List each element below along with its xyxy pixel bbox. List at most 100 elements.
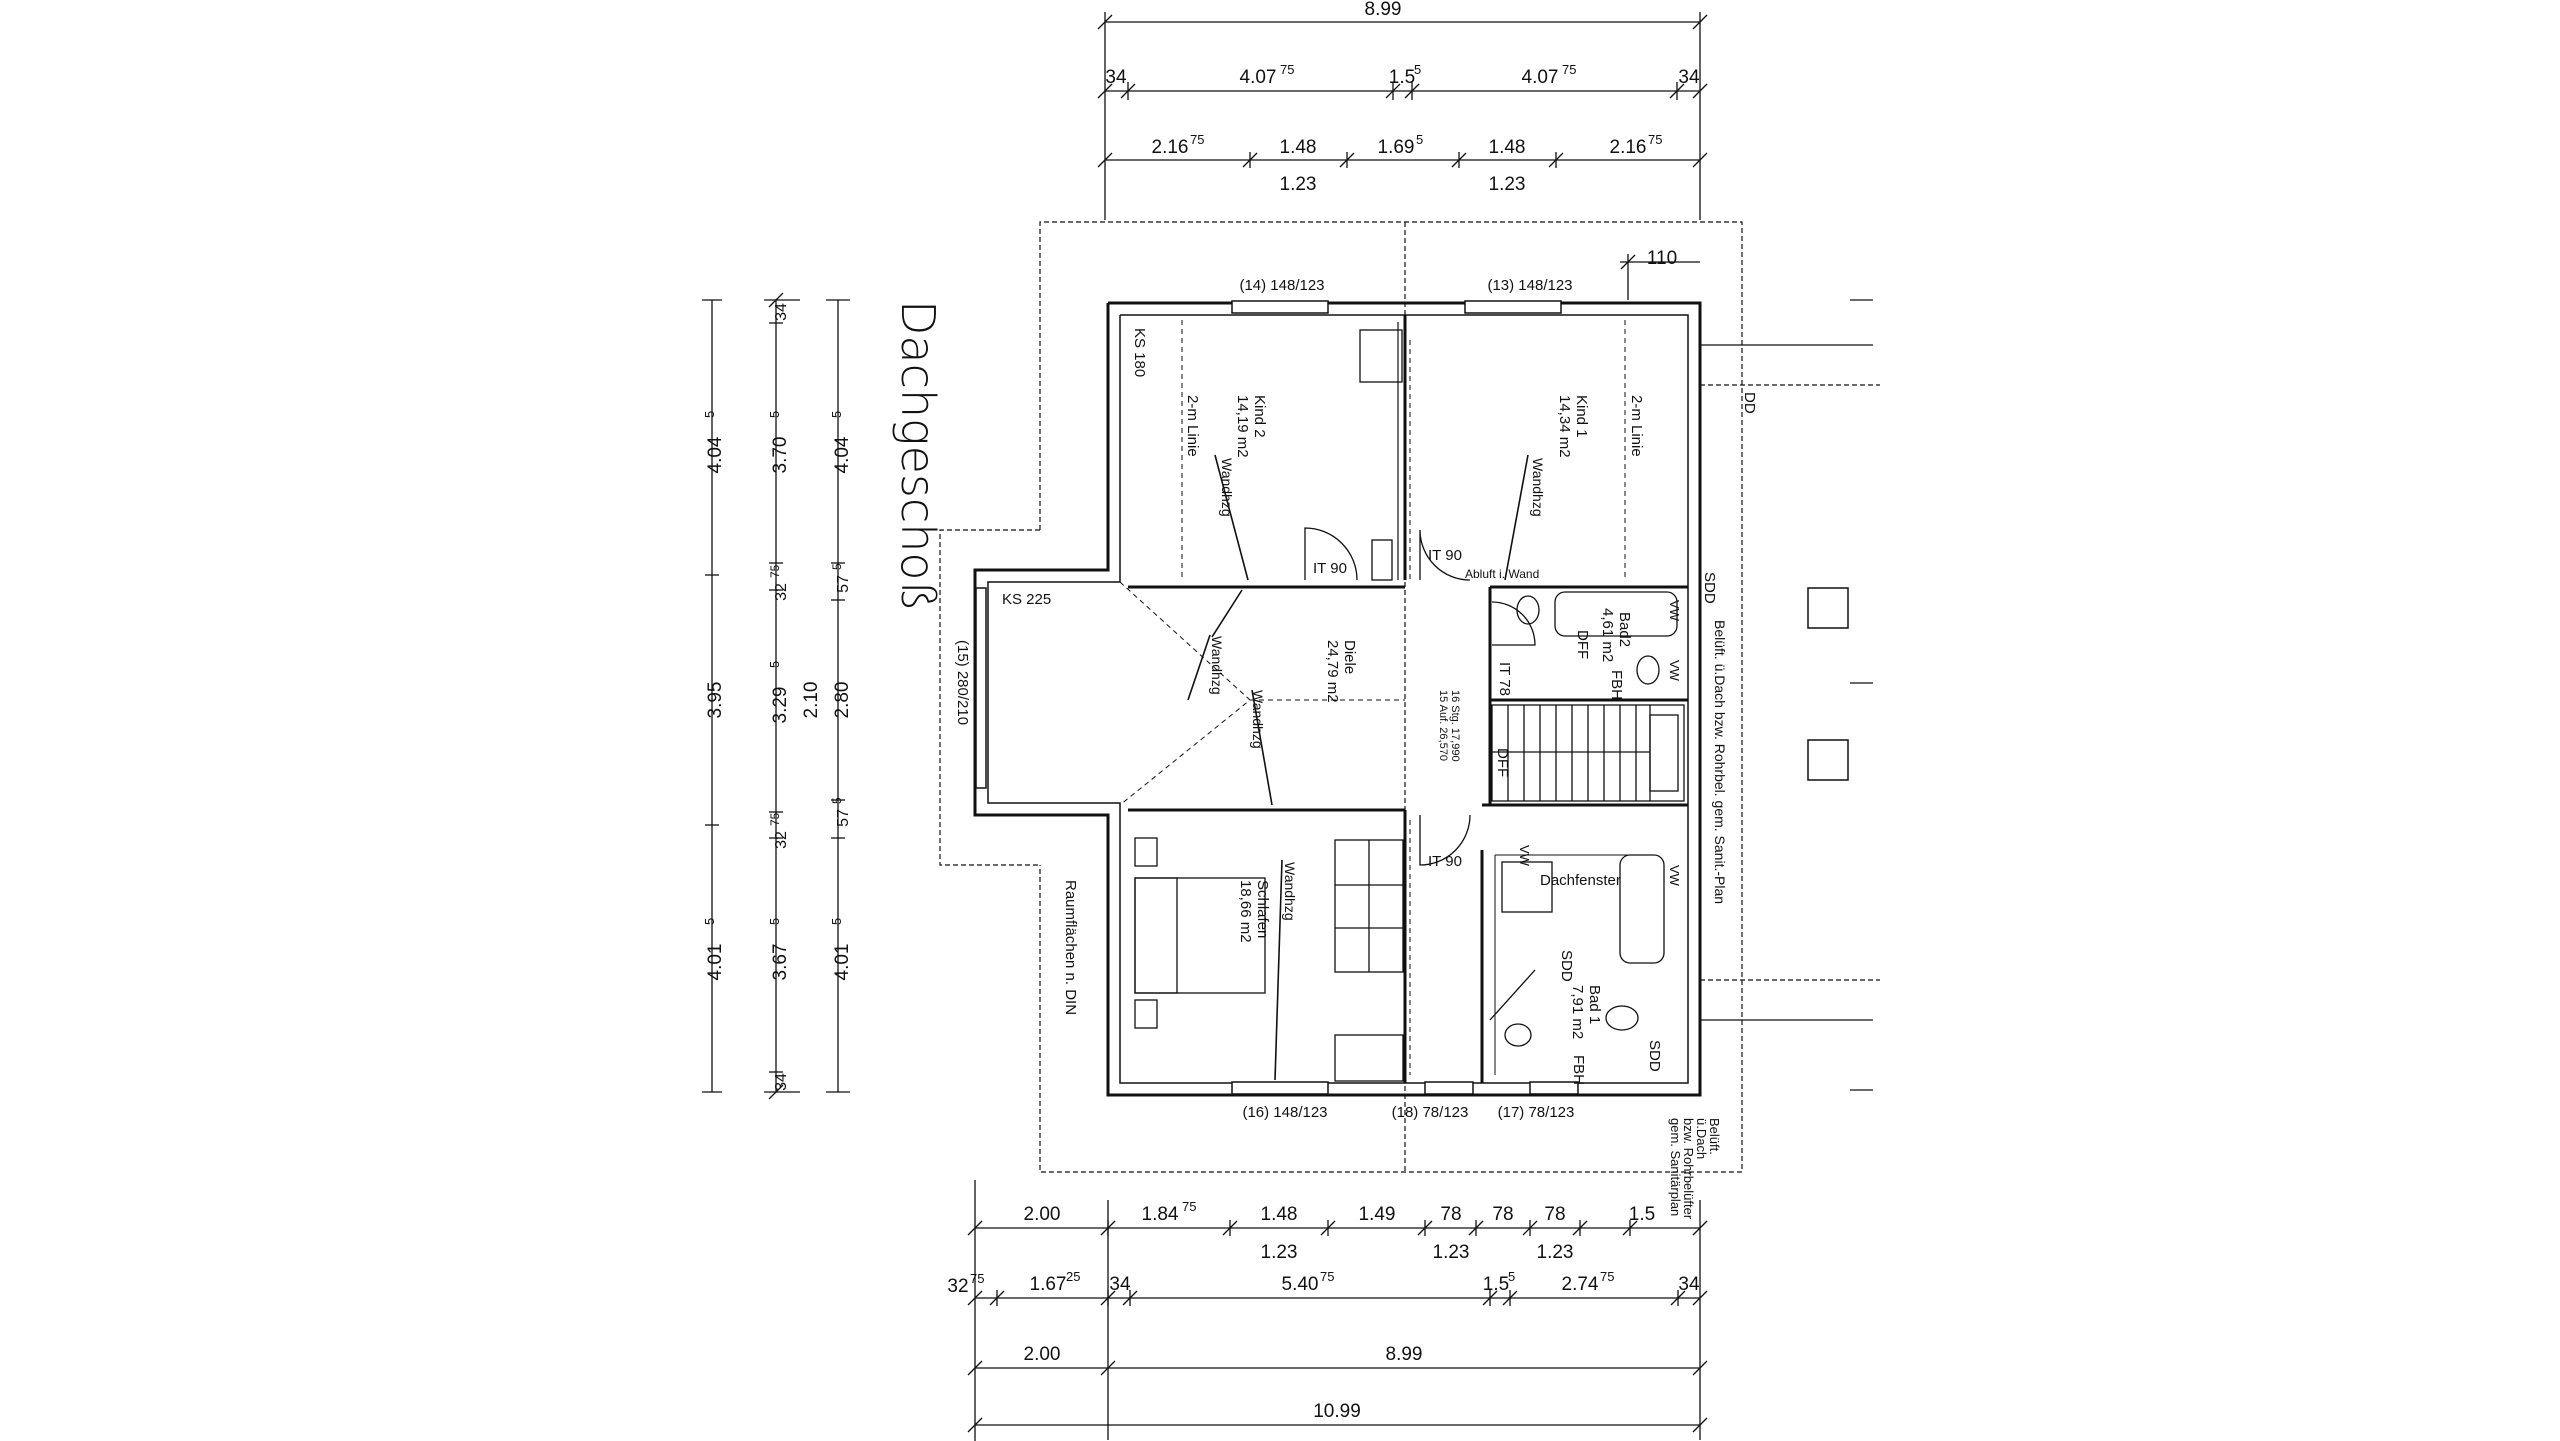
left-dimensions [702, 292, 850, 1100]
shower [1501, 861, 1553, 913]
wall-heating-label: Wandhzg [1209, 636, 1225, 695]
dim-sup: 75 [1562, 62, 1576, 77]
top-dimension-texts: 8.99 34 4.07 75 1.5 5 4.07 75 34 2.16 75… [1105, 0, 1700, 269]
dim-text: 1.5 [1483, 1274, 1509, 1295]
dim-text: 34 [773, 1073, 790, 1091]
dff-label: DFF [1574, 630, 1591, 659]
washbasin [1605, 1005, 1639, 1031]
room-name: Bad2 [1616, 612, 1633, 647]
walls [973, 301, 1702, 1097]
dim-text: 1.5 [1629, 1204, 1655, 1225]
bath-fixtures [1501, 591, 1678, 1047]
door-it90-label: IT 90 [1313, 560, 1347, 577]
top-dimensions [1097, 12, 1708, 300]
wall-heating-label: Wandhzg [1250, 690, 1266, 749]
dim-text: 1.48 [1489, 137, 1526, 158]
dim-text: 2.74 [1562, 1274, 1599, 1295]
dim-text: 1.23 [1280, 174, 1317, 195]
dim-text: 4.04 [705, 436, 726, 473]
dim-text: 1.69 [1378, 137, 1415, 158]
dff-label: DFF [1494, 748, 1511, 777]
dim-text: 3.70 [770, 437, 791, 474]
dim-sup: 75 [1600, 1269, 1614, 1284]
dim-text: 2.00 [1024, 1344, 1061, 1365]
dim-text: 2.16 [1610, 137, 1647, 158]
plan-title: Dachgeschoß [891, 300, 945, 612]
two-meter-line-label: 2-m Linie [1184, 395, 1201, 457]
dim-text: 57 [835, 575, 852, 593]
wall-heating-label: Wandhzg [1219, 458, 1235, 517]
dim-text: 1.49 [1359, 1204, 1396, 1225]
dim-text: 32 [773, 831, 790, 849]
dim-text: 5.40 [1282, 1274, 1319, 1295]
dim-sup: 5 [830, 563, 844, 570]
skylight-box [1807, 739, 1849, 781]
skylight-box [1807, 587, 1849, 629]
dim-sup: 5 [767, 661, 782, 668]
room-labels: Kind 2 14,19 m2 Kind 1 14,34 m2 Diele 24… [1234, 395, 1633, 1039]
vw-label: VW [1667, 600, 1682, 622]
dim-sup: 5 [830, 797, 844, 804]
window-openings [975, 300, 1579, 1095]
room-name: Schlafen [1254, 880, 1271, 938]
dim-text: 3.95 [705, 682, 726, 719]
bottom-dimensions [967, 1180, 1708, 1441]
ks180-label: KS 180 [1131, 328, 1148, 377]
room-area: 14,19 m2 [1234, 395, 1251, 458]
bottom-dimension-texts: 2.00 1.84 75 1.48 1.49 78 78 78 1.5 1.23… [947, 1199, 1700, 1422]
toilet [1516, 595, 1540, 625]
stairs-label: 16 Stg. 17,990 [1449, 690, 1461, 762]
dim-text: 1.5 [1389, 67, 1415, 88]
heating-arrows [1187, 454, 1529, 1081]
ventilation-note: ü.Dach [1694, 1118, 1709, 1159]
left-dimension-texts: 4.04 5 3.95 4.01 5 34 3.70 5 32 75 3.29 … [702, 303, 853, 1091]
dim-text: 1.23 [1489, 174, 1526, 195]
dim-text: 78 [1544, 1204, 1565, 1225]
window-18-label: (18) 78/123 [1392, 1104, 1469, 1121]
dim-sup: 5 [1508, 1269, 1515, 1284]
ventilation-note: gem. Sanitärplan [1668, 1118, 1683, 1216]
dim-text: 1.23 [1433, 1242, 1470, 1263]
dim-text: 4.04 [832, 436, 853, 473]
dim-text: 1.84 [1142, 1204, 1179, 1225]
sdd-label: SDD [1646, 1040, 1663, 1072]
dim-sup: 75 [1320, 1269, 1334, 1284]
room-area: 24,79 m2 [1324, 640, 1341, 703]
dim-sup: 5 [829, 411, 844, 418]
dim-text: 8.99 [1386, 1344, 1423, 1365]
dim-text: 34 [1109, 1274, 1131, 1295]
staircase [1491, 704, 1685, 802]
dim-text: 78 [1492, 1204, 1513, 1225]
dim-text: 2.16 [1152, 137, 1189, 158]
dim-sup: 25 [1066, 1269, 1080, 1284]
two-meter-line-label: 2-m Linie [1628, 395, 1645, 457]
dim-text: 2.10 [801, 682, 822, 719]
dim-text: 4.07 [1240, 67, 1277, 88]
window-14-label: (14) 148/123 [1239, 277, 1324, 294]
window-labels: (14) 148/123 (13) 148/123 (15) 280/210 (… [954, 277, 1574, 1121]
dim-sup: 75 [1190, 132, 1204, 147]
ventilation-note: Belüft. ü.Dach bzw. Rohrbel. gem. Sanit.… [1712, 620, 1728, 904]
dim-text: 4.07 [1522, 67, 1559, 88]
dim-text: 4.01 [705, 944, 726, 981]
dim-text: 1.67 [1030, 1274, 1067, 1295]
room-name: Diele [1341, 640, 1358, 674]
window-15-label: (15) 280/210 [954, 640, 971, 725]
annotations: KS 180 KS 225 2-m Linie 2-m Linie Wandhz… [1002, 328, 1758, 1220]
dim-sup: 5 [1414, 62, 1421, 77]
wall-heating-label: Wandhzg [1282, 862, 1298, 921]
vw-label: VW [1667, 660, 1682, 682]
dim-sup: 5 [767, 918, 782, 925]
dim-sup: 5 [829, 918, 844, 925]
dim-text: 1.48 [1261, 1204, 1298, 1225]
dashed-interior [1119, 320, 1626, 1075]
dim-text: 32 [773, 583, 790, 601]
fbh-label: FBH [1608, 670, 1625, 700]
dim-sup: 75 [768, 564, 782, 578]
dim-text: 34 [1105, 67, 1127, 88]
dim-text: 4.01 [832, 944, 853, 981]
dim-sup: 75 [1182, 1199, 1196, 1214]
sdd-label: SDD [1558, 950, 1575, 982]
dim-text: 2.80 [832, 682, 853, 719]
